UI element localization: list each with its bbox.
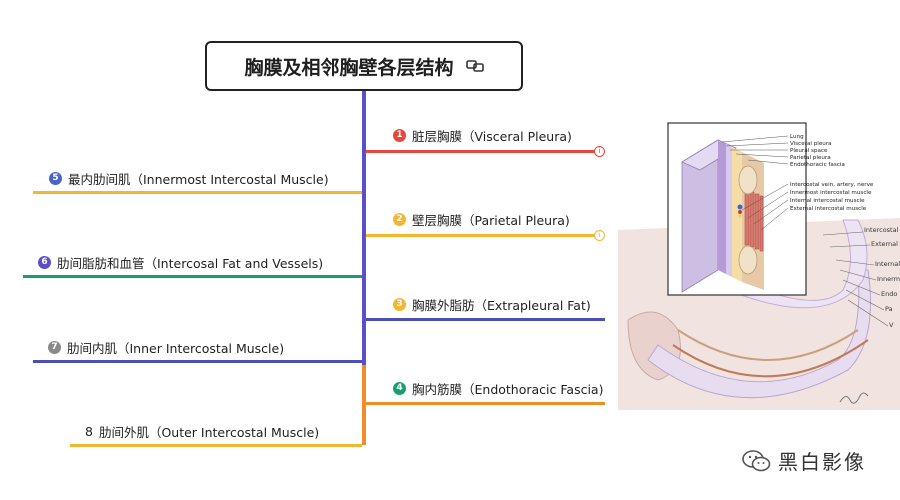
side-label: Internal i (875, 260, 900, 268)
badge-5: 5 (49, 172, 62, 185)
node-label: 壁层胸膜（Parietal Pleura) (412, 213, 570, 228)
watermark: 黑白影像 (742, 446, 866, 475)
link-icon[interactable] (465, 59, 484, 73)
spine-upper (362, 91, 366, 365)
branch-line-1 (366, 150, 595, 153)
node-label: 肋间内肌（Inner Intercostal Muscle) (67, 341, 285, 356)
node-label: 最内肋间肌（Innermost Intercostal Muscle) (68, 172, 329, 187)
node-innermost-intercostal[interactable]: 5 最内肋间肌（Innermost Intercostal Muscle) (49, 169, 329, 188)
side-label: V (889, 321, 894, 329)
node-label: 脏层胸膜（Visceral Pleura) (412, 129, 572, 144)
node-label: 胸内筋膜（Endothoracic Fascia) (412, 382, 604, 397)
branch-line-8 (70, 444, 362, 447)
side-label: Intercostal v (864, 226, 900, 234)
node-parietal-pleura[interactable]: 2 壁层胸膜（Parietal Pleura) (393, 210, 570, 229)
info-icon[interactable]: i (594, 230, 605, 241)
inset-label: Lung (790, 134, 804, 140)
side-label: Pa (885, 305, 893, 313)
number-8: 8 (85, 424, 93, 439)
badge-3: 3 (393, 298, 406, 311)
wechat-icon (742, 449, 771, 471)
inset-label: Pleural space (790, 148, 828, 154)
side-label: External i (871, 240, 900, 248)
anatomy-illustration: Intercostal v External i Internal i Inne… (618, 120, 900, 410)
branch-line-5 (33, 191, 362, 194)
badge-2: 2 (393, 213, 406, 226)
branch-line-2 (366, 234, 595, 237)
badge-7: 7 (48, 341, 61, 354)
inset-label: Endothoracic fascia (790, 162, 845, 168)
node-visceral-pleura[interactable]: 1 脏层胸膜（Visceral Pleura) (393, 126, 572, 145)
node-outer-intercostal[interactable]: 8 肋间外肌（Outer Intercostal Muscle) (85, 422, 319, 441)
node-label: 肋间外肌（Outer Intercostal Muscle) (98, 425, 320, 440)
branch-line-3 (366, 318, 605, 321)
branch-line-4 (366, 402, 605, 405)
root-title: 胸膜及相邻胸壁各层结构 (244, 56, 454, 79)
node-extrapleural-fat[interactable]: 3 胸膜外脂肪（Extrapleural Fat) (393, 295, 591, 314)
side-label: Endo (881, 290, 897, 298)
artist-signature (839, 392, 869, 404)
inset-label: Parietal pleura (790, 155, 831, 161)
info-icon[interactable]: i (594, 146, 605, 157)
node-label: 肋间脂肪和血管（Intercosal Fat and Vessels) (57, 256, 324, 271)
root-title-node[interactable]: 胸膜及相邻胸壁各层结构 (205, 41, 523, 91)
watermark-text: 黑白影像 (778, 450, 866, 474)
badge-1: 1 (393, 129, 406, 142)
node-intercostal-fat-vessels[interactable]: 6 肋间脂肪和血管（Intercosal Fat and Vessels) (38, 253, 323, 272)
badge-4: 4 (393, 382, 406, 395)
inset-label: Internal intercostal muscle (790, 198, 865, 204)
inset-label: Visceral pleura (790, 141, 832, 147)
inset-label: External intercostal muscle (790, 206, 867, 212)
side-label: Innerm (877, 275, 900, 283)
inset-label: Intercostal vein, artery, nerve (790, 182, 874, 188)
branch-line-7 (33, 360, 362, 363)
badge-6: 6 (38, 256, 51, 269)
branch-line-6 (23, 275, 362, 278)
spine-lower (362, 365, 366, 445)
node-label: 胸膜外脂肪（Extrapleural Fat) (412, 298, 591, 313)
node-inner-intercostal[interactable]: 7 肋间内肌（Inner Intercostal Muscle) (48, 338, 284, 357)
node-endothoracic-fascia[interactable]: 4 胸内筋膜（Endothoracic Fascia) (393, 379, 603, 398)
inset-label: Innermost intercostal muscle (790, 190, 872, 196)
